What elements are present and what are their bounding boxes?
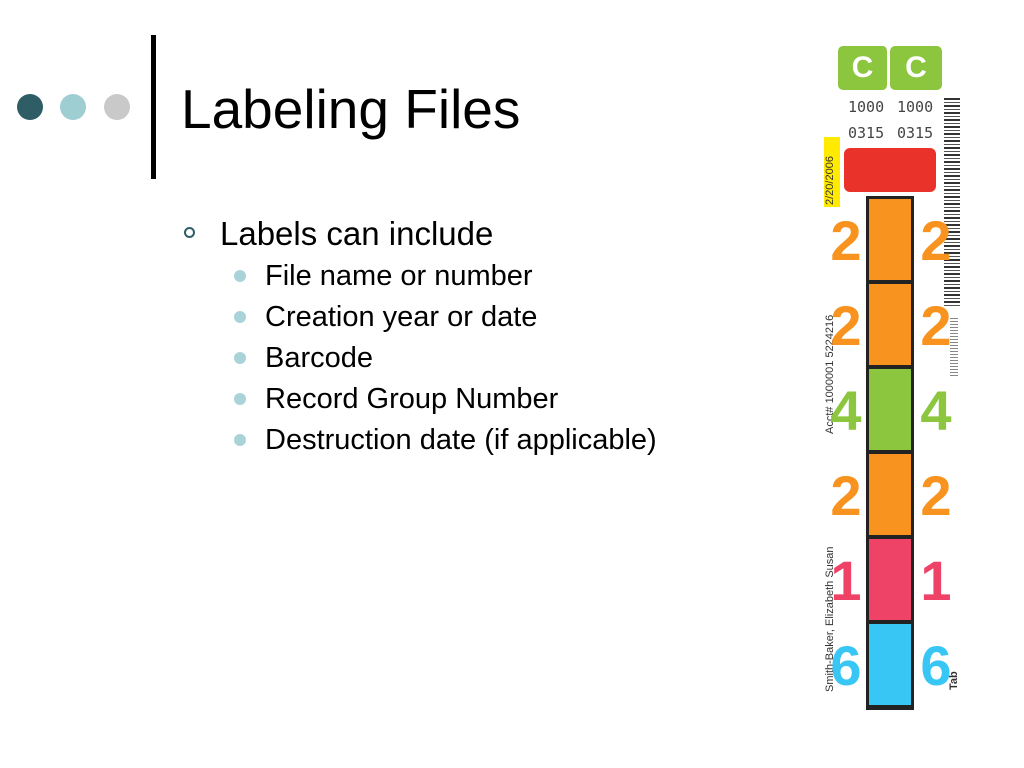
bullet-list: Labels can include File name or number C… [184, 212, 657, 461]
label-number: 1000 [897, 98, 934, 116]
small-barcode-icon [950, 318, 958, 378]
slide-bullet-dot-3 [104, 94, 130, 120]
sub-bullet-text: Destruction date (if applicable) [265, 424, 657, 456]
color-block [869, 284, 911, 365]
label-tab-letter: C [890, 46, 942, 90]
slide-title: Labeling Files [181, 78, 521, 140]
sub-bullet-item: Barcode [184, 338, 657, 379]
barcode-icon [944, 98, 960, 308]
file-label-image: C C 1000 0315 1000 0315 2/20/2006 Acct# … [812, 42, 962, 714]
label-digit: 2 [920, 209, 952, 272]
slide-bullet-dot-1 [17, 94, 43, 120]
sub-bullet-item: Record Group Number [184, 379, 657, 420]
label-digit: 2 [830, 464, 862, 527]
bullet-item: Labels can include [184, 212, 657, 256]
label-number: 0315 [897, 124, 934, 142]
label-digit: 2 [830, 294, 862, 357]
sub-bullet-list: File name or number Creation year or dat… [184, 256, 657, 461]
dot-bullet-icon [234, 352, 246, 364]
sub-bullet-item: Creation year or date [184, 297, 657, 338]
label-digit: 2 [920, 464, 952, 527]
label-tab-letter: C [838, 46, 888, 90]
red-year-tab [844, 148, 936, 192]
color-block [869, 454, 911, 535]
dot-bullet-icon [234, 434, 246, 446]
sub-bullet-item: Destruction date (if applicable) [184, 420, 657, 461]
slide-bullet-dot-2 [60, 94, 86, 120]
label-digit: 1 [920, 549, 952, 612]
color-block [869, 199, 911, 280]
dot-bullet-icon [234, 270, 246, 282]
color-block [869, 369, 911, 450]
label-number: 0315 [848, 124, 885, 142]
label-digit: 1 [830, 549, 862, 612]
label-digit: 6 [920, 634, 952, 697]
title-divider [151, 35, 156, 179]
label-digit: 2 [920, 294, 952, 357]
sub-bullet-text: Barcode [265, 342, 374, 374]
label-digit: 4 [920, 379, 952, 442]
color-block [869, 539, 911, 620]
ring-bullet-icon [184, 227, 195, 238]
sub-bullet-item: File name or number [184, 256, 657, 297]
bullet-text: Labels can include [220, 215, 494, 252]
label-digit: 4 [830, 379, 862, 442]
dot-bullet-icon [234, 311, 246, 323]
date-highlight [824, 137, 840, 207]
sub-bullet-text: File name or number [265, 260, 533, 292]
color-block [869, 624, 911, 705]
sub-bullet-text: Creation year or date [265, 301, 538, 333]
label-number: 1000 [848, 98, 885, 116]
label-date-text: 2/20/2006 [824, 156, 836, 205]
sub-bullet-text: Record Group Number [265, 383, 559, 415]
label-digit: 2 [830, 209, 862, 272]
dot-bullet-icon [234, 393, 246, 405]
label-digit: 6 [830, 634, 862, 697]
